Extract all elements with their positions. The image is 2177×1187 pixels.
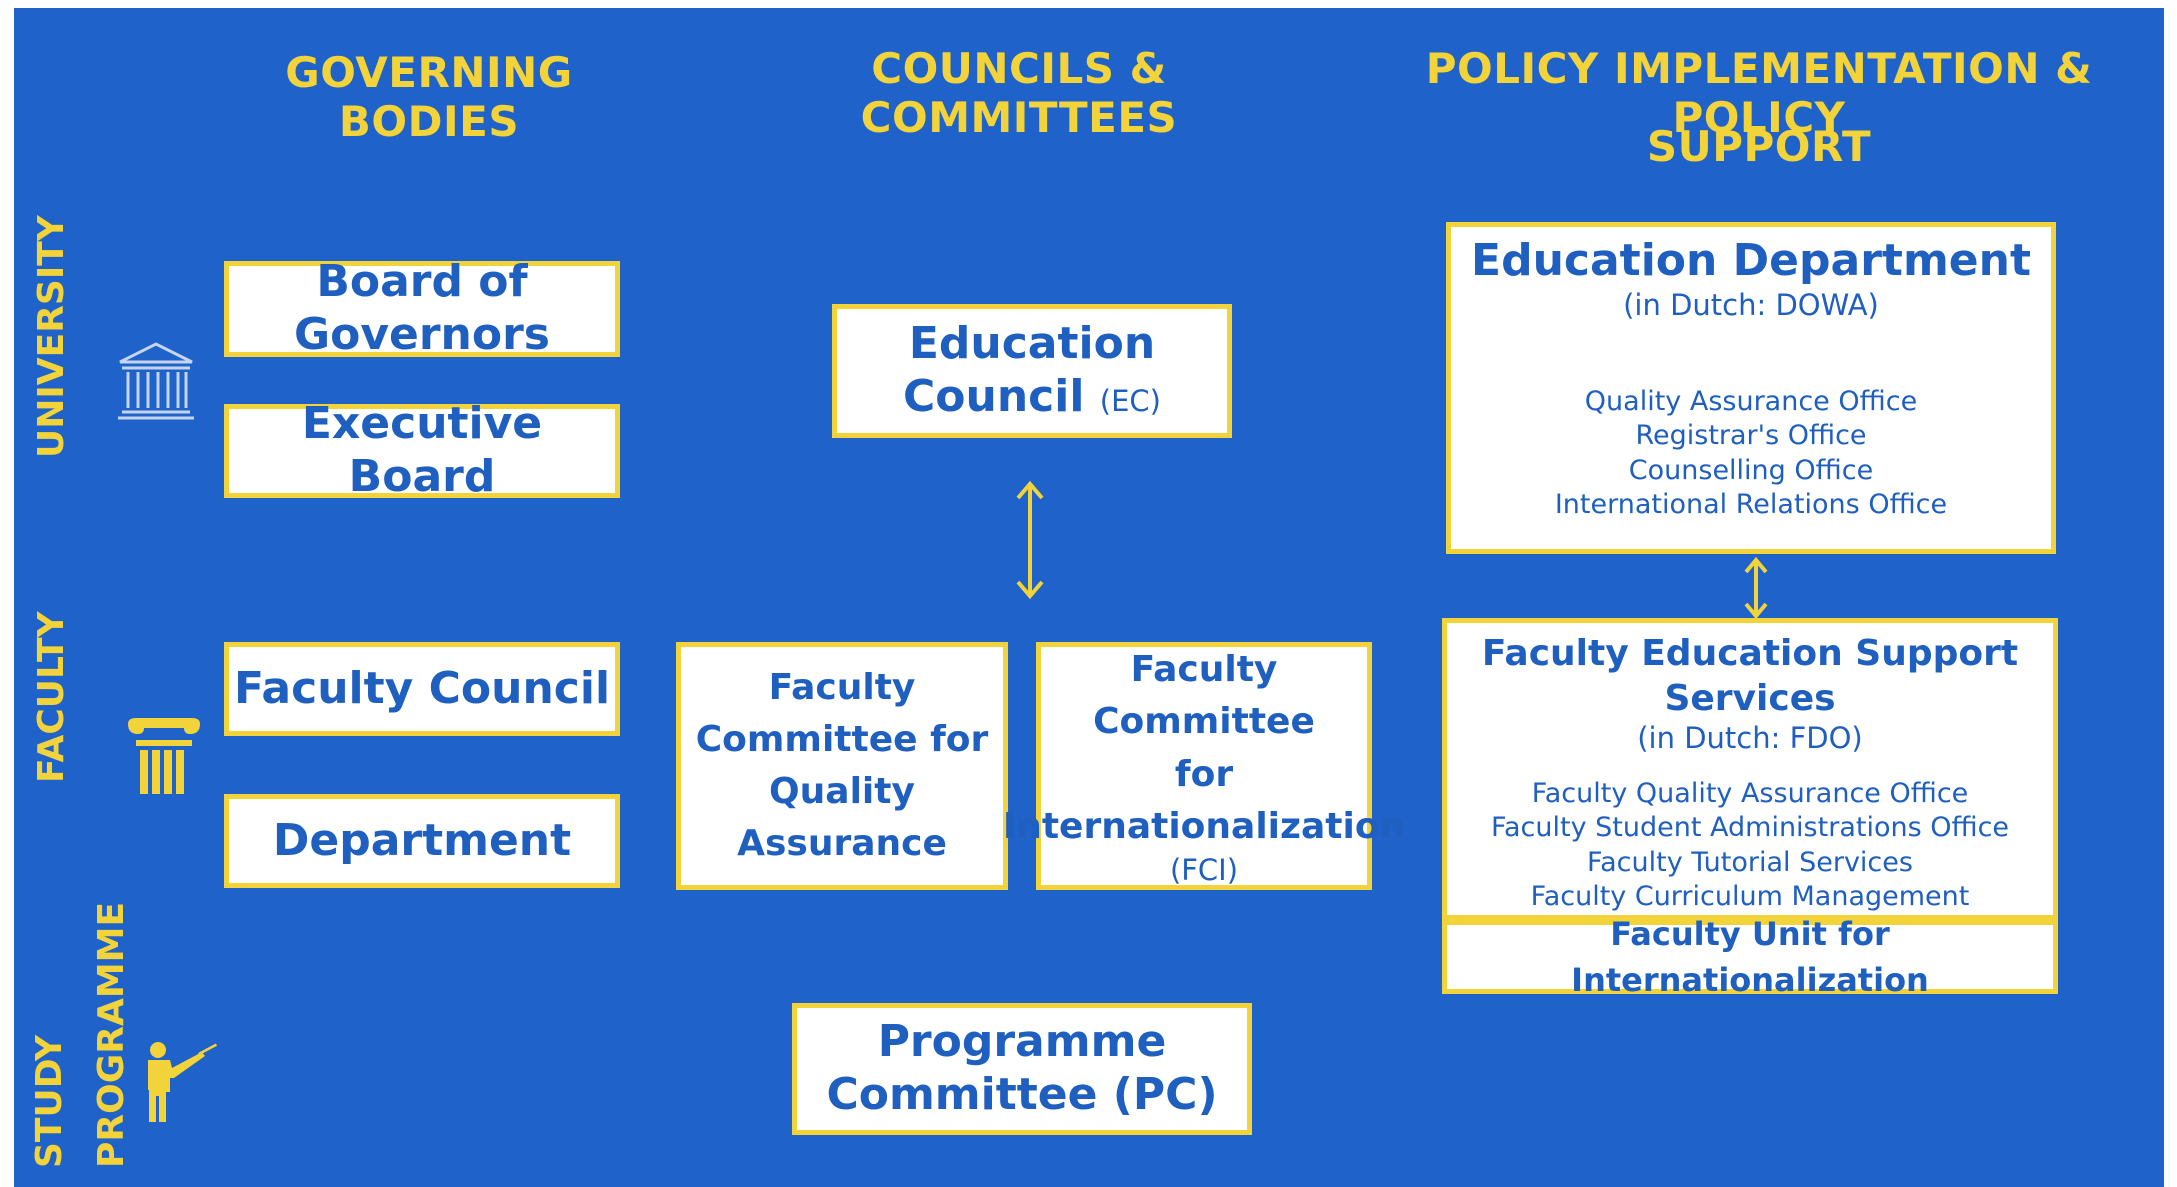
teacher-pointer-icon <box>148 1042 218 1122</box>
row-label-programme: PROGRAMME <box>91 901 132 1168</box>
double-arrow-education-council <box>1016 480 1044 600</box>
double-arrow-education-department <box>1744 556 1768 620</box>
department-label: Department <box>272 814 572 866</box>
executive-board-label: Executive Board <box>301 398 543 502</box>
education-department-item: International Relations Office <box>1554 489 1948 521</box>
programme-committee-line2: Committee (PC) <box>826 1069 1218 1120</box>
education-council-line2: Council <box>903 371 1085 422</box>
diagram-canvas: GOVERNING BODIES COUNCILS & COMMITTEES P… <box>14 8 2164 1187</box>
fess-item: Faculty Curriculum Management <box>1530 881 1970 913</box>
programme-committee-box: Programme Committee (PC) <box>792 1003 1252 1135</box>
faculty-council-label: Faculty Council <box>233 662 611 714</box>
header-policy-line2: SUPPORT <box>1646 122 1872 171</box>
faculty-committee-quality-assurance-box: Faculty Committee for Quality Assurance <box>676 642 1008 890</box>
education-council-line1: Education <box>908 318 1156 370</box>
row-label-faculty: FACULTY <box>31 611 72 783</box>
fcqa-line2: Committee for <box>695 718 989 760</box>
header-policy-line1: POLICY IMPLEMENTATION & POLICY <box>1425 44 2093 142</box>
programme-committee-line1: Programme <box>877 1016 1167 1068</box>
fci-line3: Internationalization <box>1002 805 1406 847</box>
row-label-study: STUDY <box>29 1034 70 1168</box>
fci-abbr: (FCI) <box>1169 852 1239 887</box>
fess-subtitle: (in Dutch: FDO) <box>1637 721 1863 755</box>
row-label-university: UNIVERSITY <box>31 215 72 458</box>
education-department-title: Education Department <box>1471 235 2031 286</box>
education-department-subtitle: (in Dutch: DOWA) <box>1623 287 1879 322</box>
ionic-column-icon <box>128 718 200 794</box>
fess-title: Faculty Education Support Services <box>1481 633 2019 719</box>
faculty-council-box: Faculty Council <box>224 642 620 736</box>
faculty-education-support-services-box: Faculty Education Support Services (in D… <box>1442 618 2058 920</box>
fcqa-line1: Faculty <box>768 666 916 708</box>
department-box: Department <box>224 794 620 888</box>
fess-item: Faculty Student Administrations Office <box>1490 812 2010 844</box>
fess-item: Faculty Quality Assurance Office <box>1531 777 1969 809</box>
education-council-line2-wrap: Council (EC) <box>903 371 1161 424</box>
header-governing-bodies: GOVERNING BODIES <box>285 48 573 146</box>
education-department-box: Education Department (in Dutch: DOWA) Qu… <box>1446 222 2056 554</box>
faculty-committee-internationalization-box: Faculty Committee for Internationalizati… <box>1003 642 1405 890</box>
executive-board-box: Executive Board <box>224 398 620 502</box>
fess-item: Faculty Tutorial Services <box>1587 846 1913 878</box>
building-columns-icon <box>118 342 194 420</box>
faculty-unit-internationalization-box: Faculty Unit for Internationalization <box>1442 915 2058 999</box>
education-council-box: Education Council (EC) <box>832 304 1232 438</box>
education-council-abbr: (EC) <box>1099 384 1161 418</box>
education-department-item: Counselling Office <box>1628 454 1874 486</box>
board-of-governors-box: Board of Governors <box>224 256 620 360</box>
faculty-unit-label: Faculty Unit for Internationalization <box>1571 914 1929 999</box>
header-councils-committees: COUNCILS & COMMITTEES <box>860 44 1178 142</box>
fci-line2: for <box>1174 753 1234 795</box>
fci-line1: Faculty Committee <box>1093 649 1315 743</box>
fcqa-line3: Quality Assurance <box>737 771 947 865</box>
board-of-governors-label: Board of Governors <box>293 256 550 360</box>
education-department-item: Quality Assurance Office <box>1584 385 1918 417</box>
education-department-item: Registrar's Office <box>1635 420 1867 452</box>
